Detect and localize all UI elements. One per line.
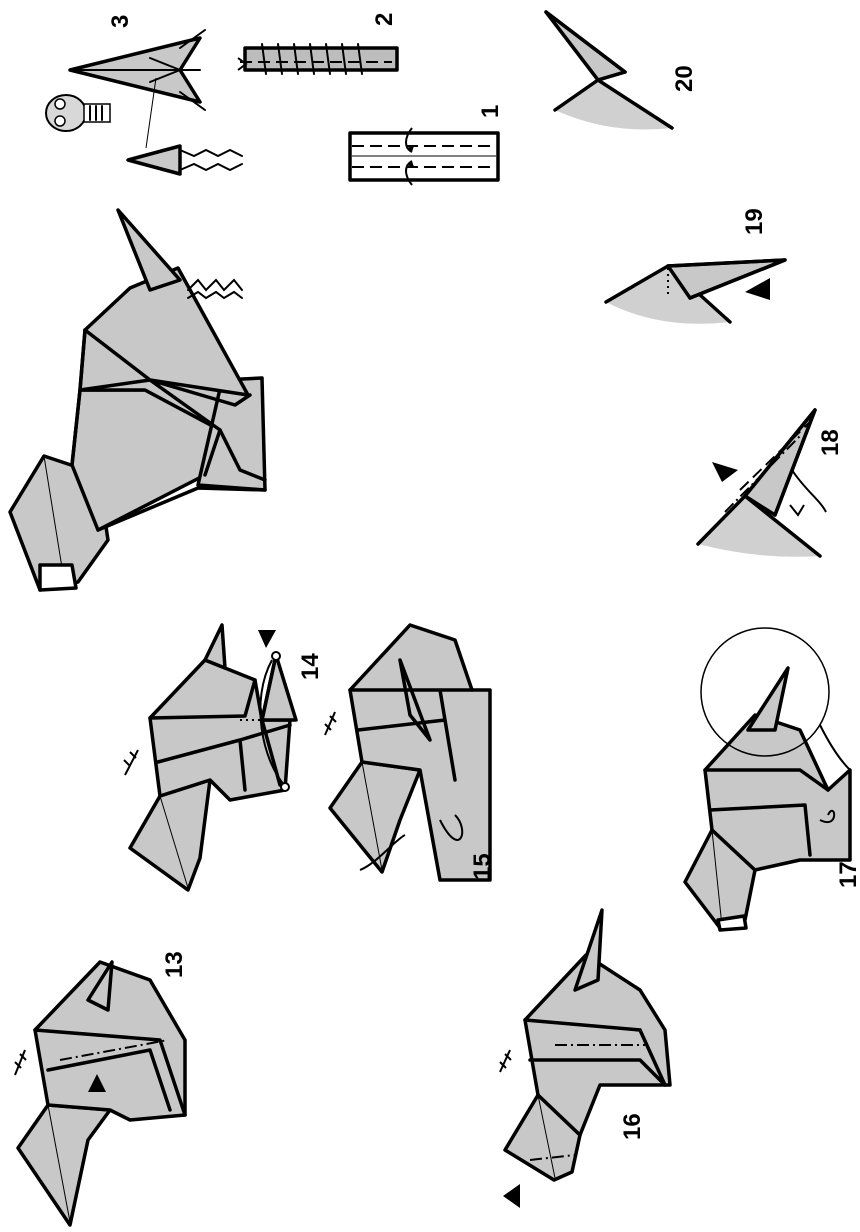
step-number: 20 bbox=[671, 65, 698, 92]
push-arrow-icon bbox=[258, 630, 276, 648]
step-13-diagram: 13 bbox=[15, 951, 188, 1225]
step-15-diagram: 15 bbox=[325, 625, 496, 880]
push-arrow-icon bbox=[503, 1184, 520, 1208]
step-number: 3 bbox=[107, 15, 134, 28]
step-number: 15 bbox=[469, 853, 496, 880]
step-number: 16 bbox=[619, 1113, 646, 1140]
step-number: 2 bbox=[371, 13, 398, 26]
step-number: 17 bbox=[835, 861, 860, 888]
step-16-diagram: 16 bbox=[500, 910, 670, 1208]
step-19-diagram: 19 bbox=[606, 208, 785, 323]
step-20-diagram: 20 bbox=[546, 12, 698, 130]
step-3-diagram: 3 bbox=[46, 15, 242, 174]
gas-mask-icon bbox=[46, 95, 110, 131]
horn-twist-icon bbox=[188, 280, 242, 298]
step-number: 13 bbox=[161, 951, 188, 978]
step-17-diagram: 17 bbox=[685, 628, 860, 930]
step-number: 18 bbox=[817, 429, 844, 456]
step-18-diagram: 18 bbox=[698, 410, 844, 557]
step-2-diagram: 2 bbox=[238, 13, 398, 74]
step-number: 1 bbox=[477, 105, 504, 118]
push-arrow-icon bbox=[712, 462, 738, 482]
step-14-diagram: 14 bbox=[124, 625, 324, 890]
step-number: 14 bbox=[297, 653, 324, 680]
step-1-diagram: 1 bbox=[350, 105, 504, 185]
finished-unicorn-diagram bbox=[10, 210, 265, 590]
step-number: 19 bbox=[741, 208, 768, 235]
push-arrow-icon bbox=[745, 278, 770, 300]
